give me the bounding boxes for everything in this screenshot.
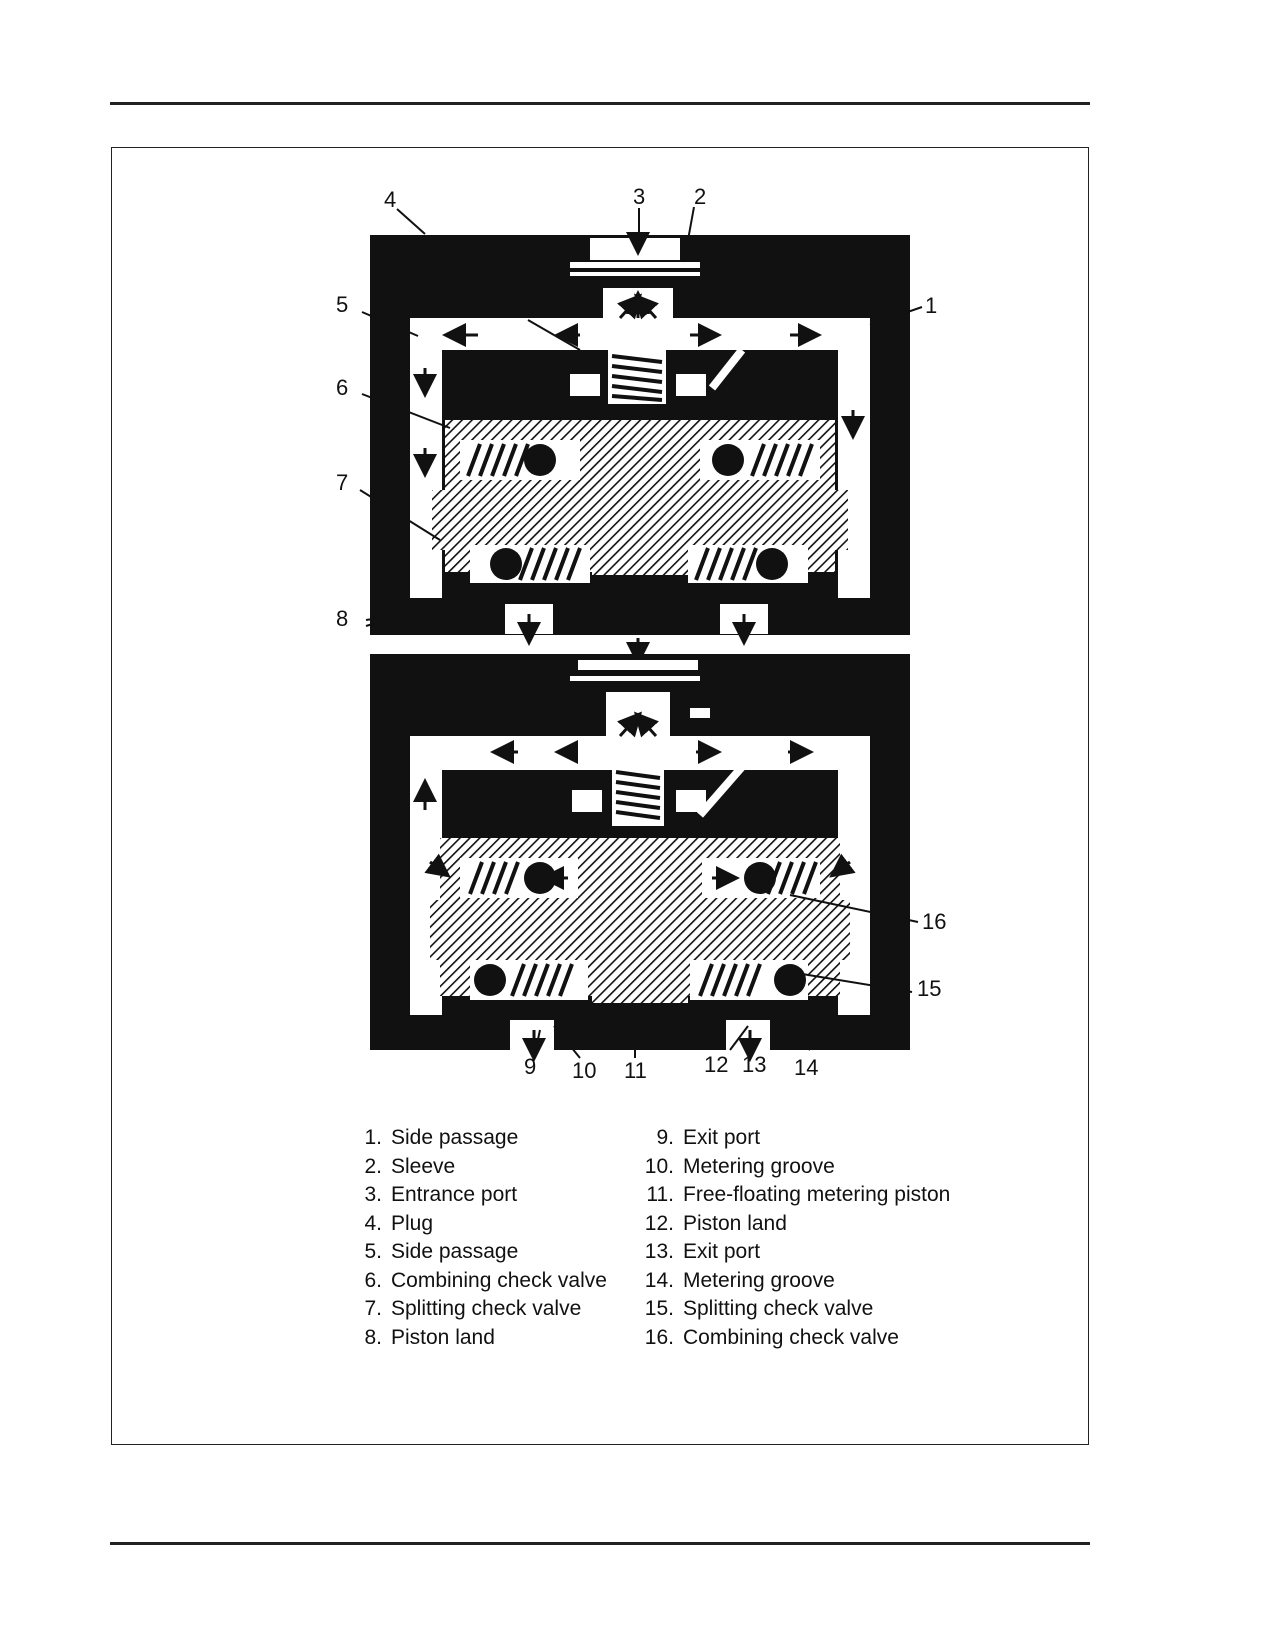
callout-1: 1 [925, 293, 937, 318]
legend-item: 5. Side passage [350, 1238, 607, 1267]
legend-label: Exit port [683, 1126, 761, 1149]
legend-item: 2. Sleeve [350, 1153, 607, 1182]
legend-number: 16. [644, 1325, 674, 1349]
legend-item: 6. Combining check valve [350, 1267, 607, 1296]
legend-label: Sleeve [391, 1154, 456, 1178]
callout-5: 5 [336, 292, 348, 317]
callout-4: 4 [384, 187, 396, 212]
legend-label: Piston land [683, 1211, 787, 1235]
legend-number: 5. [364, 1240, 382, 1263]
legend-item: 12. Piston land [640, 1210, 950, 1239]
legend-label: Entrance port [391, 1183, 518, 1206]
legend-item: 15. Splitting check valve [640, 1295, 950, 1324]
callout-2: 2 [694, 184, 706, 209]
legend-label: Metering groove [683, 1268, 835, 1292]
legend-label: Plug [391, 1211, 434, 1235]
legend-label: Metering groove [683, 1154, 835, 1178]
legend-label: Side passage [391, 1240, 519, 1263]
legend-label: Side passage [391, 1126, 519, 1149]
legend-number: 2. [364, 1154, 382, 1178]
callout-15: 15 [917, 976, 941, 1001]
legend-item: 13. Exit port [640, 1238, 950, 1267]
lower-valve-view [370, 654, 910, 1062]
legend-item: 8. Piston land [350, 1324, 607, 1353]
legend-number: 8. [364, 1325, 382, 1349]
legend-left-column: 1.Side passage 2.Sleeve 3.Entrance port … [350, 1124, 607, 1353]
legend-number: 11. [646, 1183, 674, 1206]
legend-label: Piston land [391, 1325, 495, 1349]
legend-number: 10. [644, 1154, 674, 1178]
legend-item: 11. Free-floating metering piston [640, 1181, 950, 1210]
legend-item: 4. Plug [350, 1210, 607, 1239]
legend-number: 4. [364, 1211, 382, 1235]
callout-3: 3 [633, 184, 645, 209]
legend-number: 7. [364, 1297, 382, 1320]
legend-item: 3. Entrance port [350, 1181, 607, 1210]
callout-13: 13 [742, 1052, 766, 1077]
callout-14: 14 [794, 1055, 818, 1080]
callout-9: 9 [524, 1054, 536, 1079]
legend-item: 14. Metering groove [640, 1267, 950, 1296]
legend-label: Splitting check valve [391, 1297, 582, 1320]
legend-number: 14. [644, 1268, 674, 1292]
leader-lines [359, 206, 923, 1059]
bottom-rule [110, 1542, 1090, 1545]
legend-item: 7. Splitting check valve [350, 1295, 607, 1324]
callout-11: 11 [624, 1058, 647, 1083]
legend-number: 6. [364, 1268, 382, 1292]
legend-label: Combining check valve [391, 1268, 607, 1292]
legend-label: Exit port [683, 1240, 761, 1263]
legend-number: 1. [364, 1126, 382, 1149]
callout-8: 8 [336, 606, 348, 631]
legend-label: Free-floating metering piston [683, 1183, 951, 1206]
legend-number: 13. [644, 1240, 674, 1263]
legend-number: 12. [644, 1211, 674, 1235]
legend-item: 16. Combining check valve [640, 1324, 950, 1353]
top-rule [110, 102, 1090, 105]
legend-item: 1. Side passage [350, 1124, 607, 1153]
callout-7: 7 [336, 470, 348, 495]
callout-6: 6 [336, 375, 348, 400]
legend-number: 3. [364, 1183, 382, 1206]
upper-valve-view [370, 232, 910, 666]
figure-frame [111, 147, 1089, 1445]
callout-12: 12 [704, 1052, 728, 1077]
legend-right-column: 9. Exit port 10. Metering groove 11. Free-f… [640, 1124, 951, 1353]
legend-number: 9. [656, 1126, 674, 1149]
legend-item: 9. Exit port [640, 1124, 950, 1153]
callout-labels: 1 2 3 4 5 6 7 8 9 10 11 12 13 14 15 16 [336, 184, 946, 1083]
legend-label: Combining check valve [683, 1325, 899, 1349]
callout-16: 16 [922, 909, 946, 934]
legend-number: 15. [644, 1297, 674, 1320]
legend-label: Splitting check valve [683, 1297, 874, 1320]
callout-10: 10 [572, 1058, 596, 1083]
legend-item: 10. Metering groove [640, 1153, 950, 1182]
